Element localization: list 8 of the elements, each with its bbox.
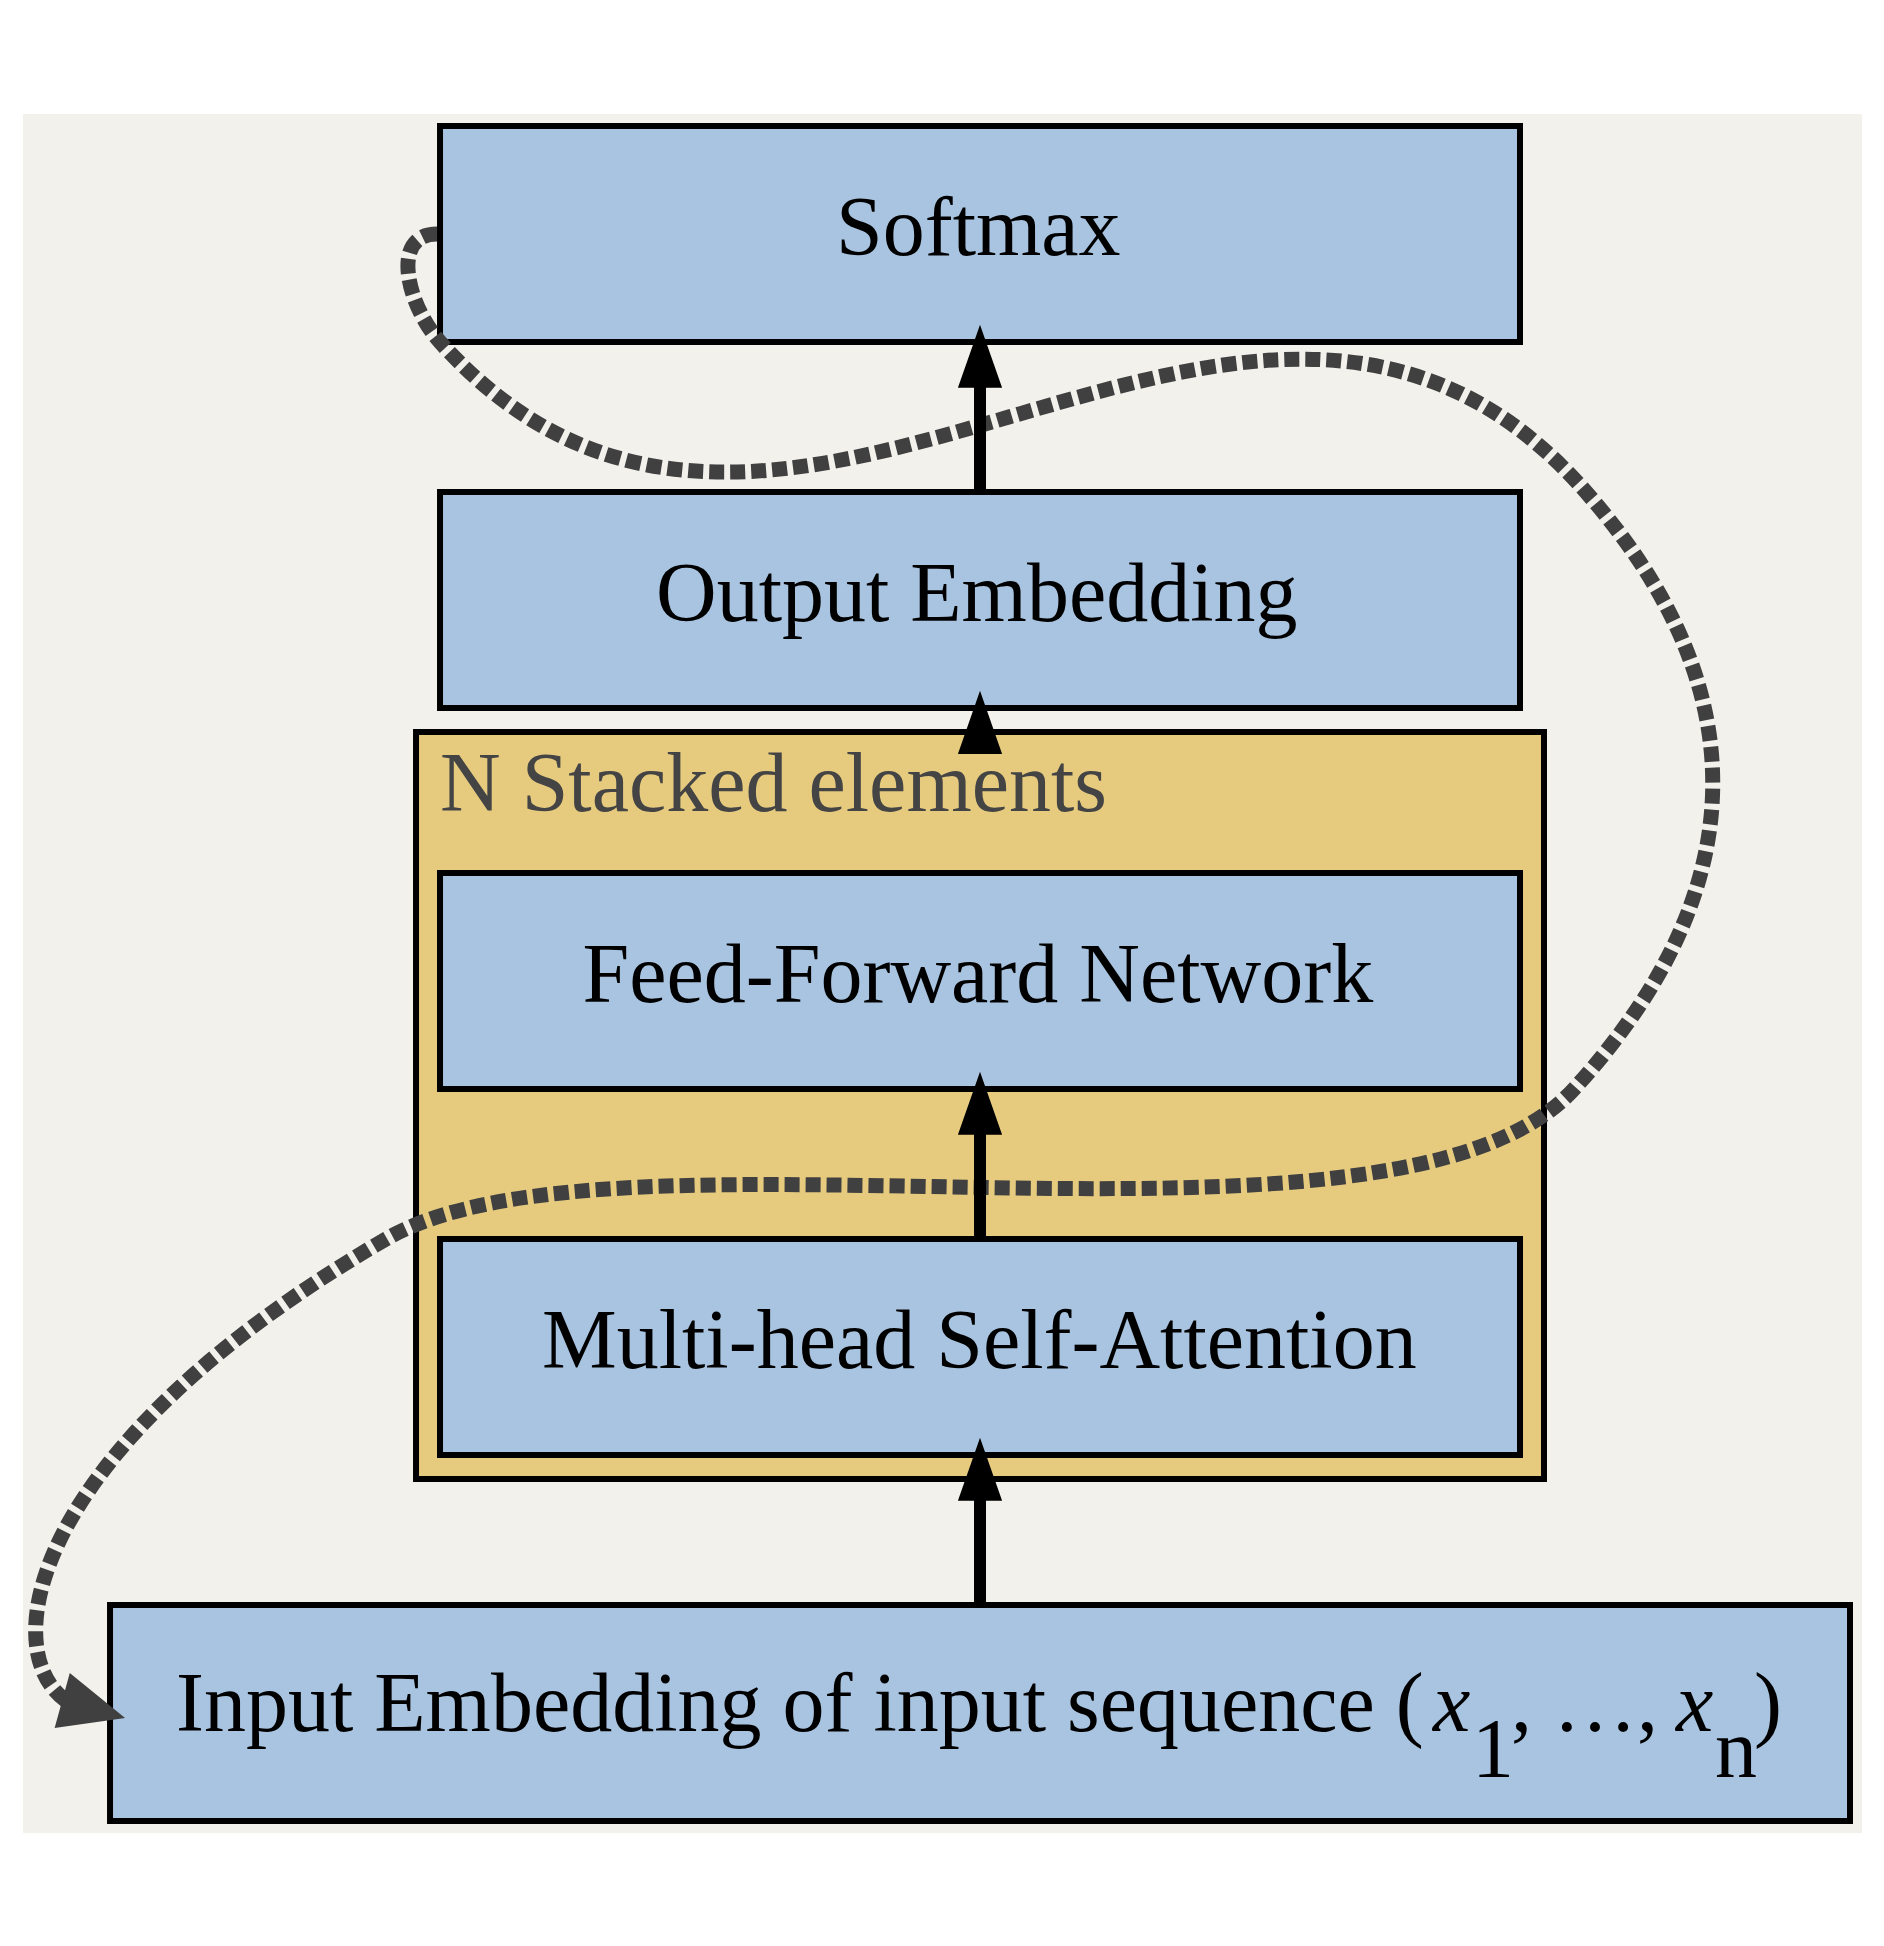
node-box: Feed-Forward Network xyxy=(436,869,1523,1092)
node-box: Multi-head Self-Attention xyxy=(436,1235,1523,1458)
arrow xyxy=(957,690,1002,754)
arrow xyxy=(957,1071,1002,1239)
arrow xyxy=(957,1437,1002,1605)
node-box: Softmax xyxy=(436,122,1523,345)
arrow xyxy=(957,324,1002,492)
node-box: Output Embedding xyxy=(436,488,1523,711)
